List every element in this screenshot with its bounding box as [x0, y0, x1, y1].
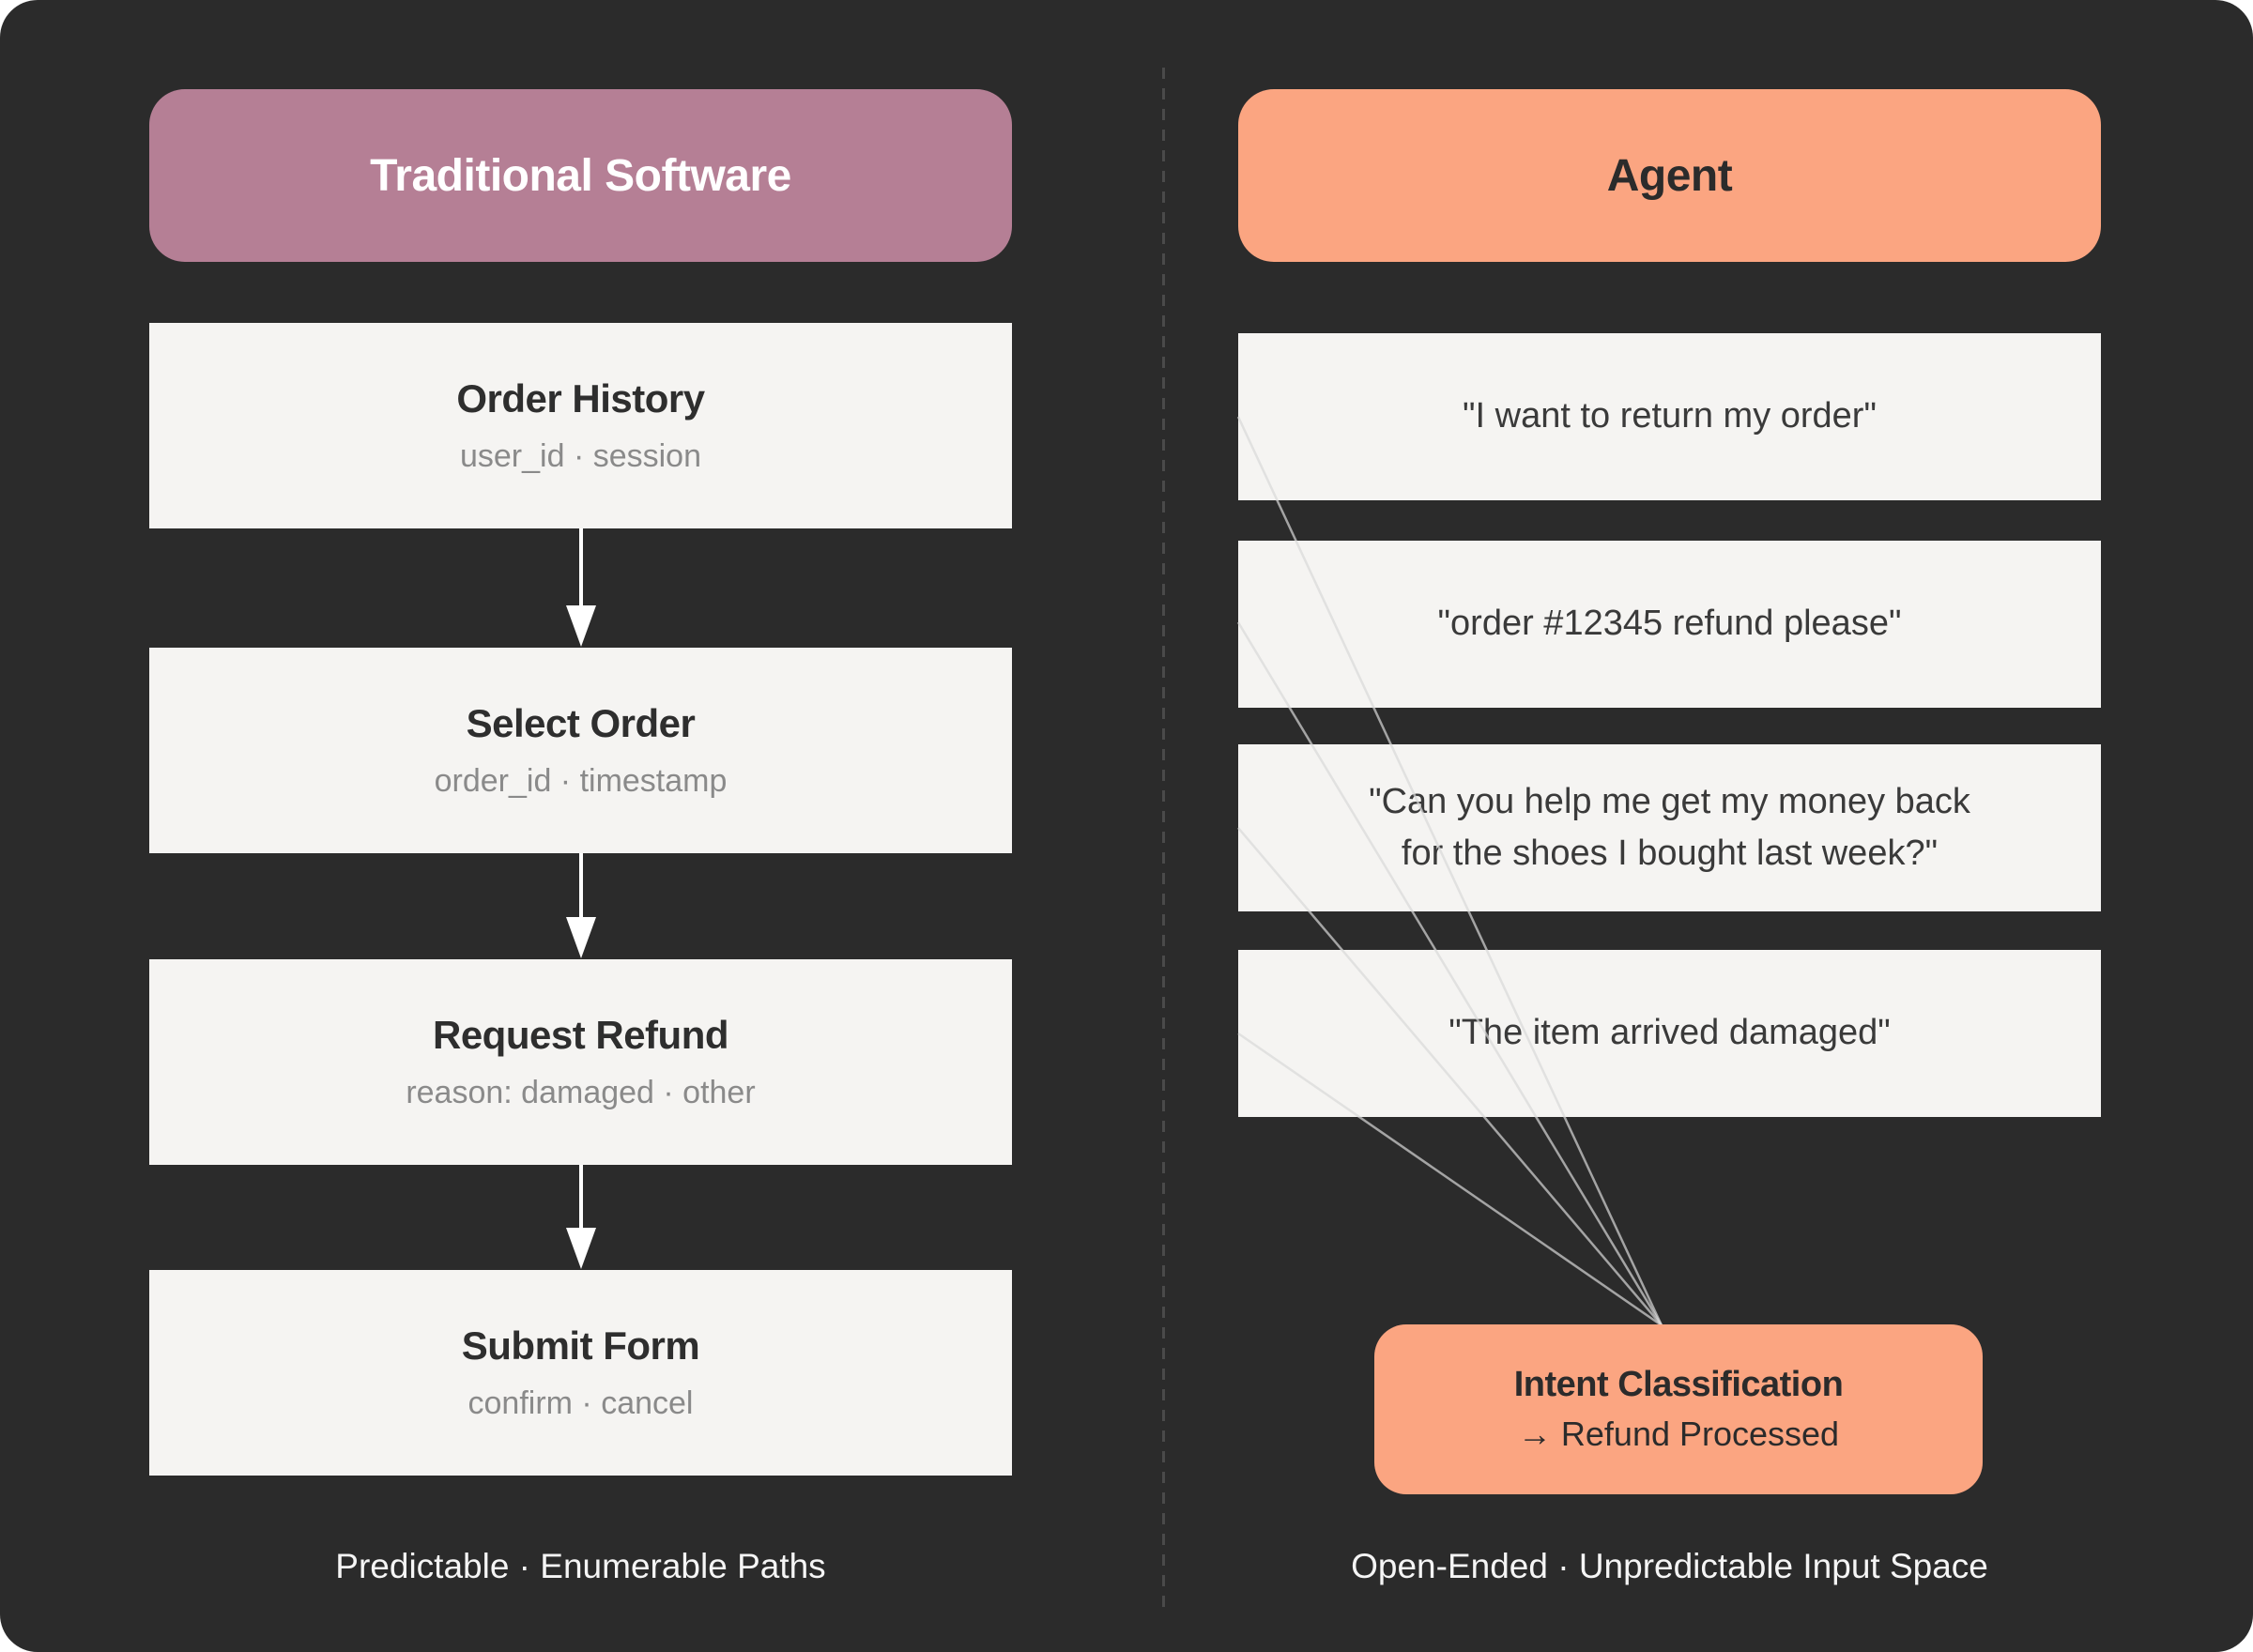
quote-box-money-back: "Can you help me get my money back for t…	[1238, 744, 2101, 911]
traditional-software-header: Traditional Software	[149, 89, 1012, 262]
agent-title: Agent	[1606, 150, 1733, 201]
agent-header: Agent	[1238, 89, 2101, 262]
quote-box-return-order: "I want to return my order"	[1238, 333, 2101, 500]
left-caption: Predictable · Enumerable Paths	[335, 1547, 826, 1585]
quote-text: "I want to return my order"	[1463, 396, 1877, 436]
traditional-software-title: Traditional Software	[370, 150, 791, 201]
step-title: Submit Form	[461, 1323, 700, 1368]
dashed-divider	[1162, 68, 1165, 1614]
right-caption: Open-Ended · Unpredictable Input Space	[1351, 1547, 1988, 1585]
quote-text: "Can you help me get my money back for t…	[1369, 781, 1970, 873]
step-box-request-refund: Request Refund reason: damaged · other	[149, 959, 1012, 1165]
step-subtitle: order_id · timestamp	[434, 763, 728, 799]
step-subtitle: reason: damaged · other	[406, 1075, 756, 1110]
quote-text: "order #12345 refund please"	[1437, 604, 1902, 644]
step-title: Request Refund	[432, 1013, 729, 1057]
step-title: Select Order	[466, 701, 696, 745]
step-box-order-history: Order History user_id · session	[149, 323, 1012, 528]
step-box-submit-form: Submit Form confirm · cancel	[149, 1270, 1012, 1476]
quote-text: "The item arrived damaged"	[1448, 1013, 1891, 1053]
down-arrow-icon	[566, 528, 596, 647]
step-box-select-order: Select Order order_id · timestamp	[149, 648, 1012, 853]
intent-subtitle: → Refund Processed	[1517, 1415, 1840, 1453]
down-arrow-icon	[566, 853, 596, 958]
down-arrow-icon	[566, 1165, 596, 1269]
quote-box-refund-please: "order #12345 refund please"	[1238, 541, 2101, 708]
quote-box-item-damaged: "The item arrived damaged"	[1238, 950, 2101, 1117]
intent-title: Intent Classification	[1513, 1365, 1844, 1404]
step-subtitle: confirm · cancel	[467, 1385, 694, 1421]
step-title: Order History	[456, 376, 705, 421]
intent-classification-box: Intent Classification → Refund Processed	[1374, 1324, 1983, 1494]
step-subtitle: user_id · session	[459, 438, 701, 474]
